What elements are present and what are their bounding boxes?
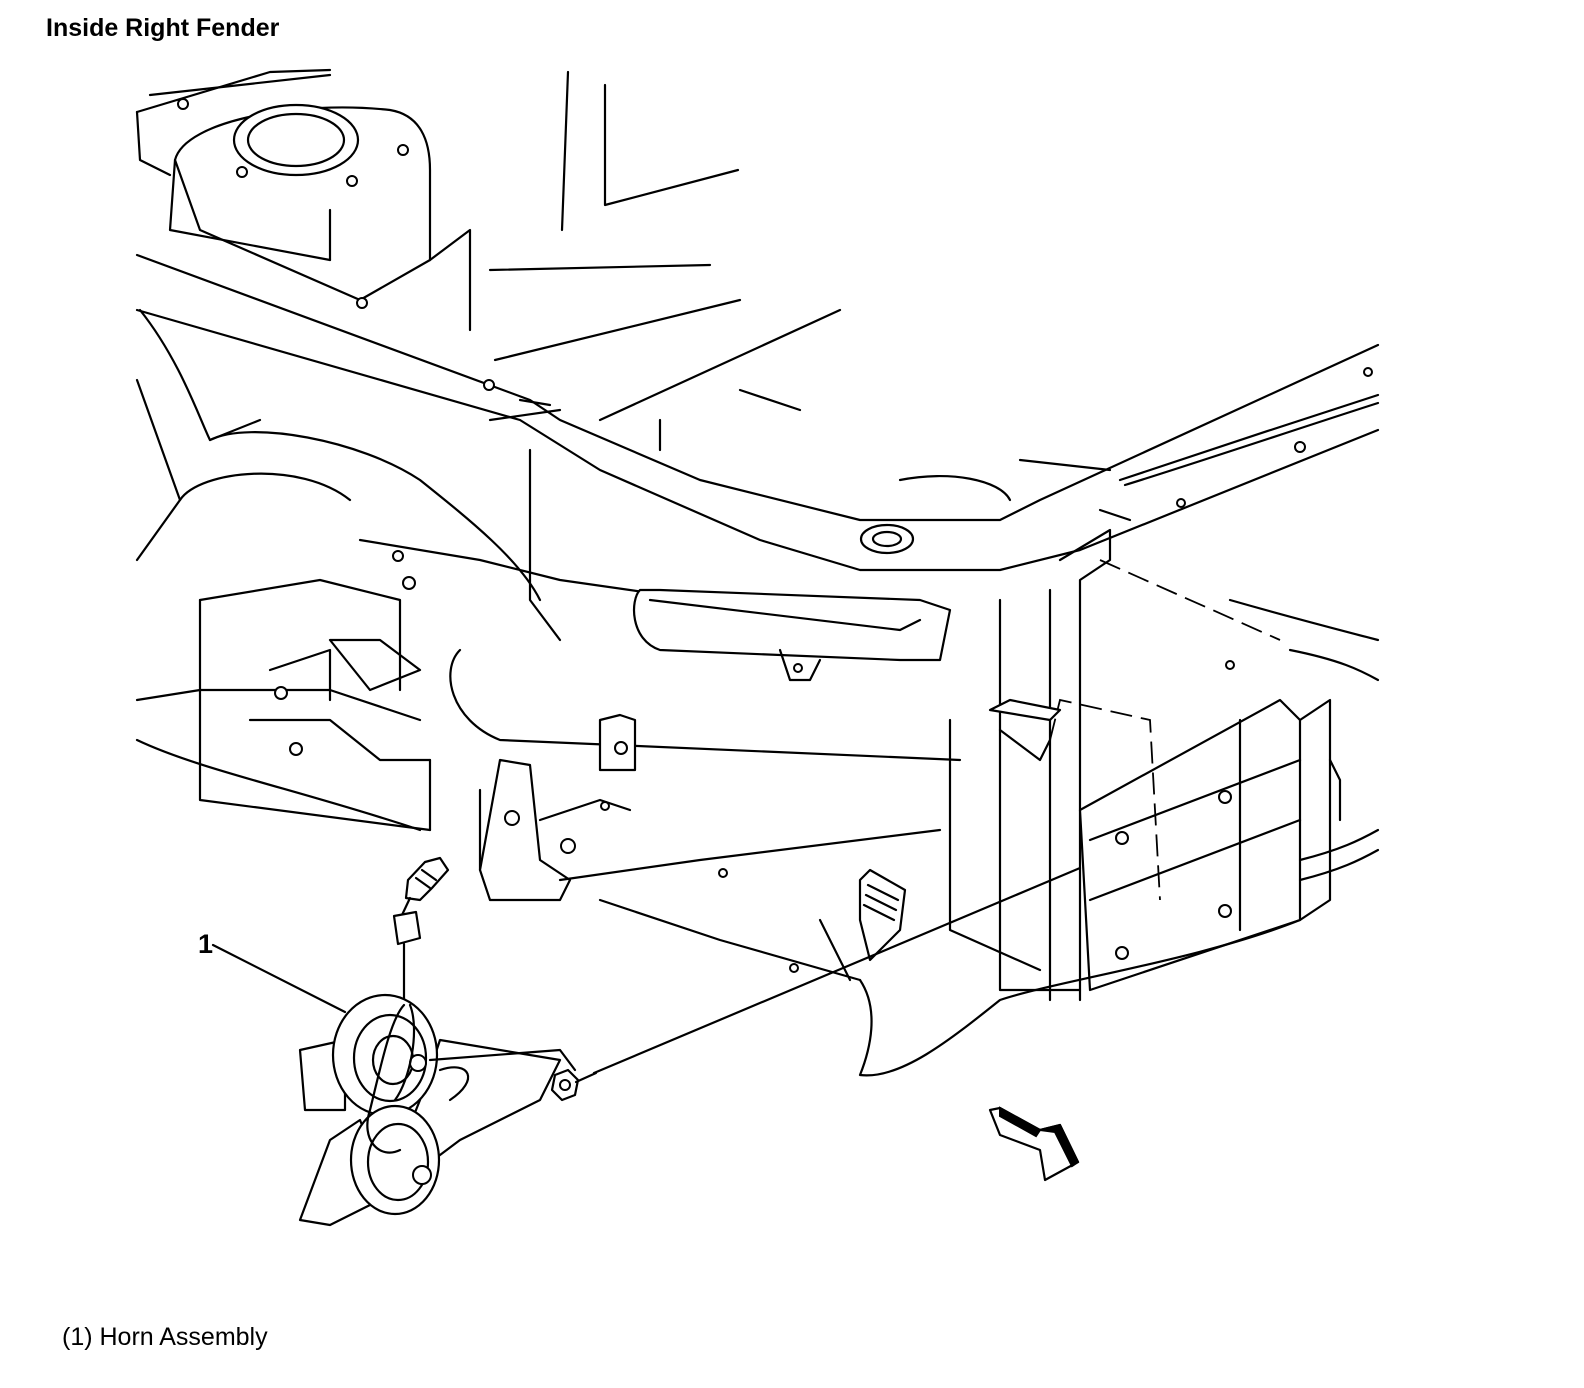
callout-1: 1 [198, 929, 347, 1014]
strut-tower [135, 68, 740, 332]
legend-item-horn-assembly: (1) Horn Assembly [62, 1323, 268, 1351]
callout-leader [211, 943, 347, 1014]
diagram-title: Inside Right Fender [46, 14, 280, 42]
horn-assembly [298, 993, 577, 1227]
lower-frame [818, 868, 1302, 1077]
horn-bolt [550, 1068, 598, 1102]
fender-apron [135, 308, 962, 872]
harness-connector [392, 856, 450, 1007]
bumper-end [898, 458, 1380, 1002]
upper-rail [135, 253, 1380, 572]
callout-number: 1 [198, 929, 213, 959]
mounting-line [592, 866, 1082, 1075]
frame-bracket [478, 588, 952, 982]
forward-arrow-icon [988, 1106, 1080, 1182]
